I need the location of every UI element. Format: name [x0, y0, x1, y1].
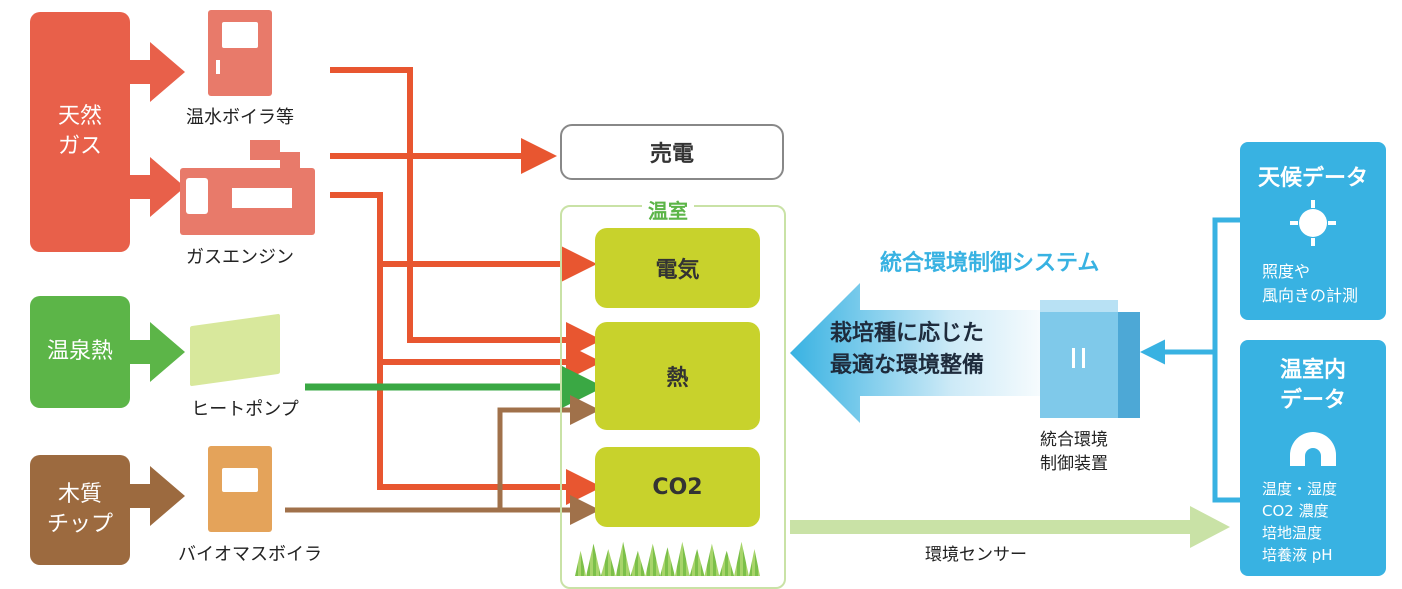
indoor-title: 温室内 データ	[1279, 358, 1346, 413]
indoor-panel: 温室内 データ 温度・湿度 CO2 濃度 培地温度 培養液 pH	[1240, 340, 1386, 576]
wood-arrow	[130, 466, 185, 526]
biomass-icon	[208, 446, 272, 532]
weather-desc: 照度や 風向きの計測	[1262, 262, 1359, 305]
flow-arrows	[130, 42, 1240, 548]
gas-arrow-top	[130, 42, 185, 102]
engine-icon	[180, 140, 315, 235]
heatpump-icon	[190, 313, 280, 387]
co2-label: CO2	[652, 474, 703, 500]
electricity-label: 電気	[655, 258, 700, 283]
weather-panel: 天候データ 照度や 風向きの計測	[1240, 142, 1386, 320]
boiler-icon	[208, 10, 272, 96]
greenhouse-title: 温室	[642, 195, 694, 224]
source-onsen-label: 温泉熱	[46, 339, 113, 364]
source-wood-label: 木質 チップ	[46, 482, 113, 537]
control-device-label: 統合環境 制御装置	[1040, 430, 1108, 474]
weather-title: 天候データ	[1257, 166, 1368, 191]
sensor-arrow	[790, 506, 1230, 548]
engine-label: ガスエンジン	[186, 247, 294, 268]
boiler-label: 温水ボイラ等	[186, 107, 294, 128]
sell-power-box: 売電	[560, 124, 784, 180]
sensor-label: 環境センサー	[925, 545, 1027, 565]
control-arrow-text: 栽培種に応じた 最適な環境整備	[830, 321, 985, 378]
source-gas-label: 天然 ガス	[57, 104, 102, 159]
boiler-to-heat	[330, 67, 602, 358]
electricity-box: 電気	[595, 228, 760, 308]
control-device-icon	[1040, 300, 1140, 418]
greenhouse-icon	[1290, 432, 1336, 466]
engine-to-electricity	[330, 192, 597, 282]
biomass-label: バイオマスボイラ	[178, 544, 322, 565]
control-arrow	[790, 283, 1060, 423]
heat-label: 熱	[666, 366, 689, 391]
system-title: 統合環境制御システム	[880, 251, 1100, 276]
indoor-desc: 温度・湿度 CO2 濃度 培地温度 培養液 pH	[1262, 480, 1338, 564]
engine-to-co2	[377, 362, 602, 505]
heatpump-label: ヒートポンプ	[191, 399, 299, 420]
gas-arrow-bottom	[130, 157, 185, 217]
source-wood: 木質 チップ	[30, 455, 130, 565]
source-onsen: 温泉熱	[30, 296, 130, 408]
heat-box: 熱	[595, 322, 760, 430]
sell-power-label: 売電	[649, 142, 694, 167]
co2-box: CO2	[595, 447, 760, 527]
onsen-arrow	[130, 322, 185, 382]
sun-icon	[1290, 200, 1336, 246]
blue-connector	[1212, 217, 1240, 503]
source-natural-gas: 天然 ガス	[30, 12, 130, 252]
